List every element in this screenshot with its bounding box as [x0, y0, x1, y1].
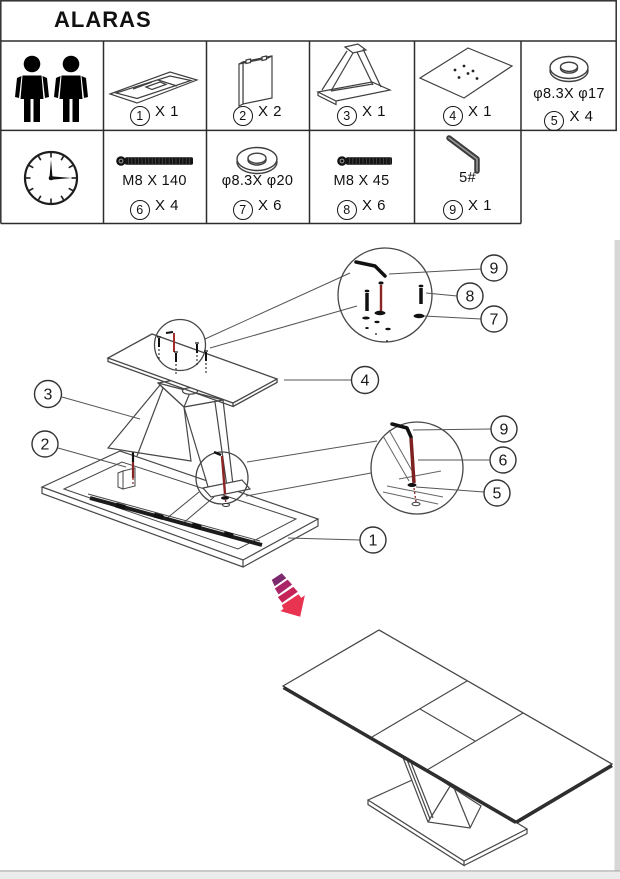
part-6-spec: M8 X 140 [122, 173, 187, 189]
page-title: ALARAS [54, 7, 152, 32]
part-7-spec: φ8.3X φ20 [221, 173, 294, 189]
callout-9-top: 9 [480, 254, 508, 282]
svg-text:2: 2 [41, 437, 50, 454]
bolt-red-icon [407, 437, 421, 507]
part-2-number: 2 [232, 105, 253, 126]
part-2-thumb [238, 55, 273, 107]
clock-icon [23, 150, 79, 206]
part-5-number: 5 [544, 110, 565, 131]
callout-5: 5 [483, 479, 511, 507]
part-7-qty: X 6 [257, 197, 282, 214]
svg-text:6: 6 [499, 453, 508, 470]
callout-7: 7 [480, 305, 508, 333]
part-8-qty: X 6 [361, 197, 386, 214]
base-frame [40, 450, 320, 568]
top-detail-circle [337, 247, 433, 343]
part-5-qty: X 4 [569, 108, 594, 125]
part-3-number: 3 [336, 105, 357, 126]
svg-text:3: 3 [44, 387, 53, 404]
part-4-qty: X 1 [467, 103, 492, 120]
tabletop-detail-circle [153, 318, 208, 375]
part-9-number: 9 [442, 199, 463, 220]
svg-text:7: 7 [490, 312, 499, 329]
assembled-table [281, 629, 614, 867]
page-edge-shading [0, 240, 620, 879]
allen-key-icon [390, 422, 413, 439]
part-8-spec: M8 X 45 [333, 173, 390, 189]
part-4-number: 4 [442, 105, 463, 126]
assembled-pedestal [400, 753, 482, 829]
svg-text:5: 5 [493, 486, 502, 503]
part-5-spec: φ8.3X φ17 [533, 86, 605, 102]
svg-text:9: 9 [500, 422, 509, 439]
base-detail-leaders [245, 440, 378, 497]
base-detail-circle [195, 450, 249, 507]
detail-leader-lines [204, 272, 358, 349]
callout-8: 8 [456, 282, 484, 310]
part-7-number: 7 [232, 199, 253, 220]
part-3-thumb [316, 43, 392, 106]
assembled-tabletop [281, 629, 614, 824]
svg-text:4: 4 [361, 373, 370, 390]
person-icon [54, 55, 88, 122]
callout-leaders [57, 268, 492, 541]
callout-9-right: 9 [490, 415, 518, 443]
exploded-view: 9 8 7 4 3 [31, 247, 518, 568]
two-person-icon [15, 55, 88, 122]
part-2-qty: X 2 [257, 103, 282, 120]
part-3-qty: X 1 [361, 103, 386, 120]
part-6-qty: X 4 [154, 197, 179, 214]
allen-key-icon [354, 260, 387, 278]
callout-1: 1 [359, 526, 387, 554]
part-7-thumb [236, 146, 278, 175]
callouts: 9 8 7 4 3 [31, 254, 518, 554]
part-5-thumb [549, 55, 589, 83]
transform-arrow-icon [271, 573, 305, 617]
bolt-red-icon [374, 281, 386, 316]
svg-text:1: 1 [369, 533, 378, 550]
part-9-thumb [446, 135, 480, 174]
svg-text:8: 8 [466, 289, 475, 306]
right-detail-circle [370, 421, 464, 515]
svg-text:9: 9 [490, 261, 499, 278]
part-9-spec: 5# [459, 170, 476, 186]
part-1-thumb [108, 71, 199, 104]
tabletop-panel [106, 333, 279, 408]
callout-6: 6 [489, 446, 517, 474]
part-6-number: 6 [129, 199, 150, 220]
callout-2: 2 [31, 430, 59, 458]
person-icon [15, 55, 49, 122]
part-8-number: 8 [336, 199, 357, 220]
part-6-thumb [116, 156, 193, 166]
bolt-icons [364, 284, 424, 311]
part-8-thumb [337, 156, 392, 166]
part-1-qty: X 1 [154, 103, 179, 120]
part-9-qty: X 1 [467, 197, 492, 214]
callout-3: 3 [33, 379, 63, 409]
part-4-thumb [418, 47, 514, 99]
callout-4: 4 [350, 365, 380, 395]
part-1-number: 1 [129, 105, 150, 126]
parts-table-grid [0, 0, 617, 225]
washer-icons [362, 313, 425, 342]
